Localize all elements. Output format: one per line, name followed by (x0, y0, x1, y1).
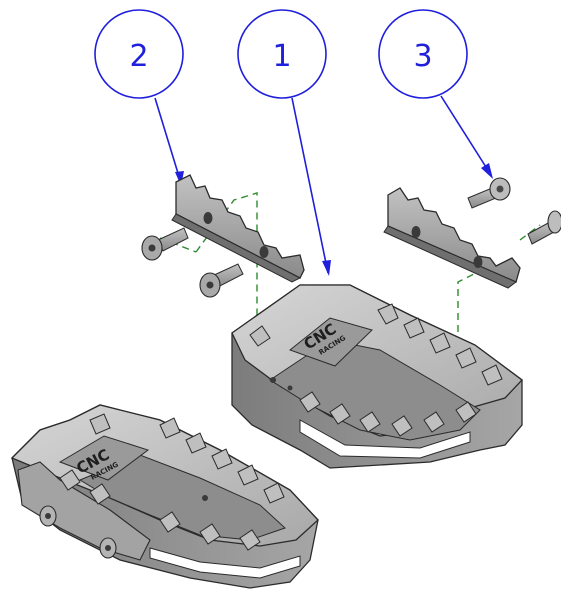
side-plate-right (383, 187, 521, 289)
callout-group-2: 2 (94, 9, 184, 186)
callout-circle-3 (378, 9, 468, 99)
side-plate-left (171, 174, 305, 283)
bolt-right-upper (467, 177, 511, 209)
leader-line-2 (154, 97, 182, 184)
foot-peg-assembled: CNC RACING (10, 404, 319, 589)
callout-number-1: 1 (272, 39, 291, 74)
bolt-right-lower (527, 210, 561, 245)
callout-number-3: 3 (413, 39, 432, 74)
bolt-left-lower (199, 263, 244, 298)
callout-group-1: 1 (237, 9, 331, 276)
leader-arrow-3 (481, 163, 493, 179)
bolt-left-upper (141, 227, 189, 261)
leader-line-3 (440, 95, 492, 176)
callout-number-2: 2 (129, 39, 148, 74)
callout-circle-2 (94, 9, 184, 99)
leader-line-1 (291, 97, 329, 274)
foot-peg-upper: CNC RACING (231, 284, 523, 469)
callout-group-3: 3 (378, 9, 493, 179)
callout-circle-1 (237, 9, 327, 99)
leader-arrow-1 (322, 260, 331, 276)
